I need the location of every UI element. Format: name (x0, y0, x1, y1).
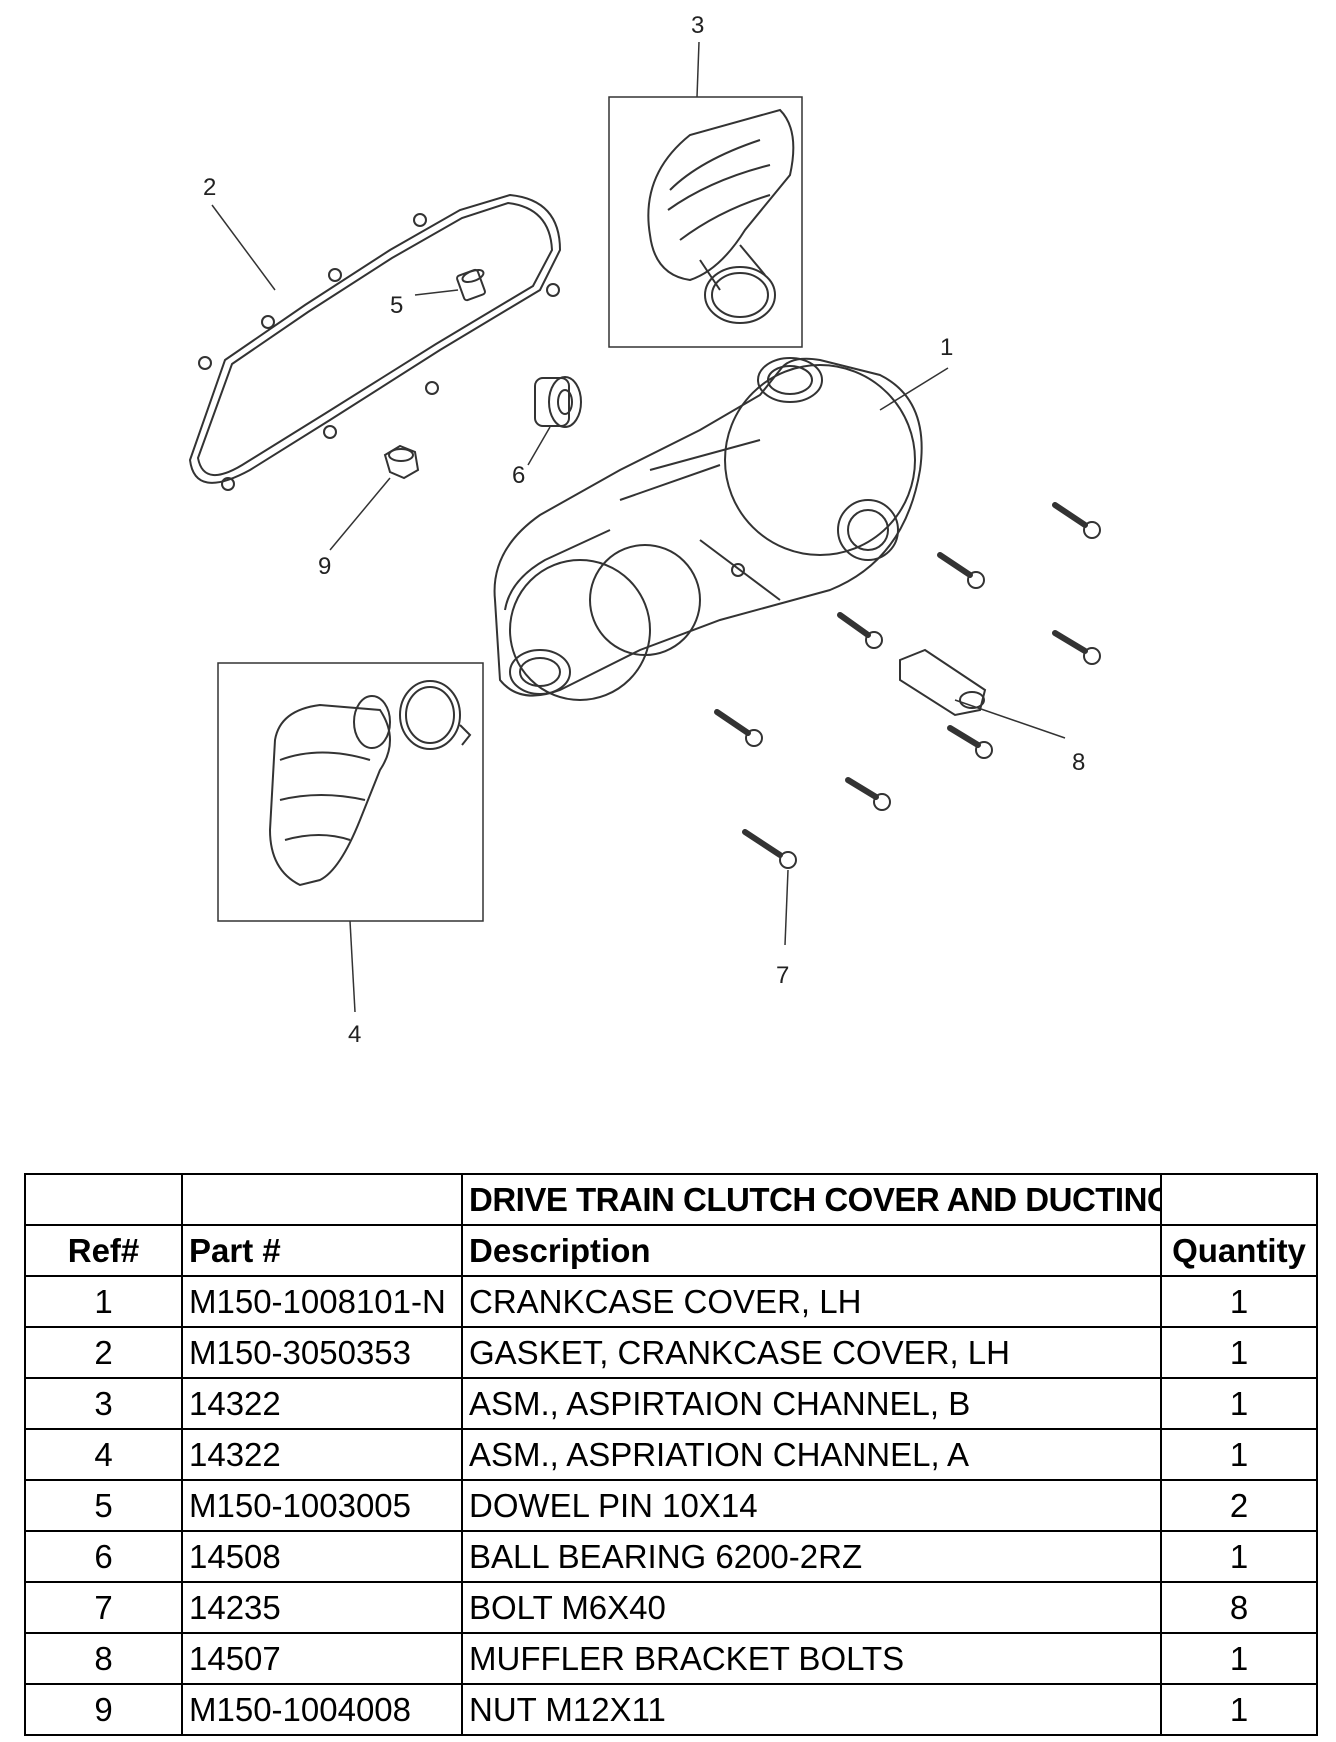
nut-drawing (383, 444, 420, 480)
description-cell: GASKET, CRANKCASE COVER, LH (461, 1326, 1162, 1379)
exploded-parts-diagram: 1 2 3 4 5 6 7 8 9 (188, 12, 1101, 1048)
ref-cell: 3 (24, 1377, 183, 1430)
header-ref: Ref# (24, 1224, 183, 1277)
part-number-cell: M150-3050353 (181, 1326, 463, 1379)
description-cell: NUT M12X11 (461, 1683, 1162, 1736)
callout-8: 8 (1072, 749, 1085, 776)
part-number-cell: 14507 (181, 1632, 463, 1685)
ball-bearing-drawing (534, 376, 582, 428)
callout-6: 6 (512, 462, 525, 489)
leader-lines (211, 41, 1066, 1013)
bolts-drawing (714, 502, 1088, 858)
parts-list-table: DRIVE TRAIN CLUTCH COVER AND DUCTING Ref… (24, 1173, 1318, 1736)
quantity-cell: 2 (1160, 1479, 1318, 1532)
part-number-cell: M150-1008101-N (181, 1275, 463, 1328)
ref-cell: 8 (24, 1632, 183, 1685)
quantity-cell: 1 (1160, 1377, 1318, 1430)
part-number-cell: 14322 (181, 1377, 463, 1430)
quantity-cell: 1 (1160, 1326, 1318, 1379)
ref-cell: 9 (24, 1683, 183, 1736)
callout-5: 5 (390, 292, 403, 319)
part-number-cell: 14235 (181, 1581, 463, 1634)
header-quantity: Quantity (1160, 1224, 1318, 1277)
aspiration-channel-b-drawing (647, 108, 795, 324)
description-cell: ASM., ASPRIATION CHANNEL, A (461, 1428, 1162, 1481)
quantity-cell: 8 (1160, 1581, 1318, 1634)
part-number-cell: M150-1003005 (181, 1479, 463, 1532)
dowel-pin-drawing (456, 268, 486, 302)
quantity-cell: 1 (1160, 1428, 1318, 1481)
quantity-cell: 1 (1160, 1530, 1318, 1583)
description-cell: ASM., ASPIRTAION CHANNEL, B (461, 1377, 1162, 1430)
spacer-drawing (899, 648, 987, 717)
bolt-heads-drawing (745, 521, 1101, 869)
crankcase-cover-drawing (493, 357, 923, 701)
section-title: DRIVE TRAIN CLUTCH COVER AND DUCTING (461, 1173, 1162, 1226)
ref-cell: 1 (24, 1275, 183, 1328)
description-cell: MUFFLER BRACKET BOLTS (461, 1632, 1162, 1685)
callout-9: 9 (318, 553, 331, 580)
header-part: Part # (181, 1224, 463, 1277)
ref-cell: 7 (24, 1581, 183, 1634)
callout-2: 2 (203, 174, 216, 201)
duct-a-box (217, 662, 484, 922)
callout-3: 3 (691, 12, 704, 39)
description-cell: DOWEL PIN 10X14 (461, 1479, 1162, 1532)
duct-b-box (608, 96, 803, 348)
ref-cell: 4 (24, 1428, 183, 1481)
ref-cell: 5 (24, 1479, 183, 1532)
part-number-cell: M150-1004008 (181, 1683, 463, 1736)
callout-4: 4 (348, 1021, 361, 1048)
callout-1: 1 (940, 334, 953, 361)
part-number-cell: 14322 (181, 1428, 463, 1481)
table-title-row: DRIVE TRAIN CLUTCH COVER AND DUCTING (24, 1173, 1318, 1226)
gasket-drawing (188, 193, 562, 491)
description-cell: BOLT M6X40 (461, 1581, 1162, 1634)
ref-cell: 2 (24, 1326, 183, 1379)
description-cell: CRANKCASE COVER, LH (461, 1275, 1162, 1328)
part-number-cell: 14508 (181, 1530, 463, 1583)
quantity-cell: 1 (1160, 1632, 1318, 1685)
description-cell: BALL BEARING 6200-2RZ (461, 1530, 1162, 1583)
aspiration-channel-a-drawing (268, 680, 472, 887)
callout-7: 7 (776, 962, 789, 989)
table-header-row: Ref# Part # Description Quantity (24, 1224, 1318, 1277)
quantity-cell: 1 (1160, 1275, 1318, 1328)
header-description: Description (461, 1224, 1162, 1277)
quantity-cell: 1 (1160, 1683, 1318, 1736)
ref-cell: 6 (24, 1530, 183, 1583)
